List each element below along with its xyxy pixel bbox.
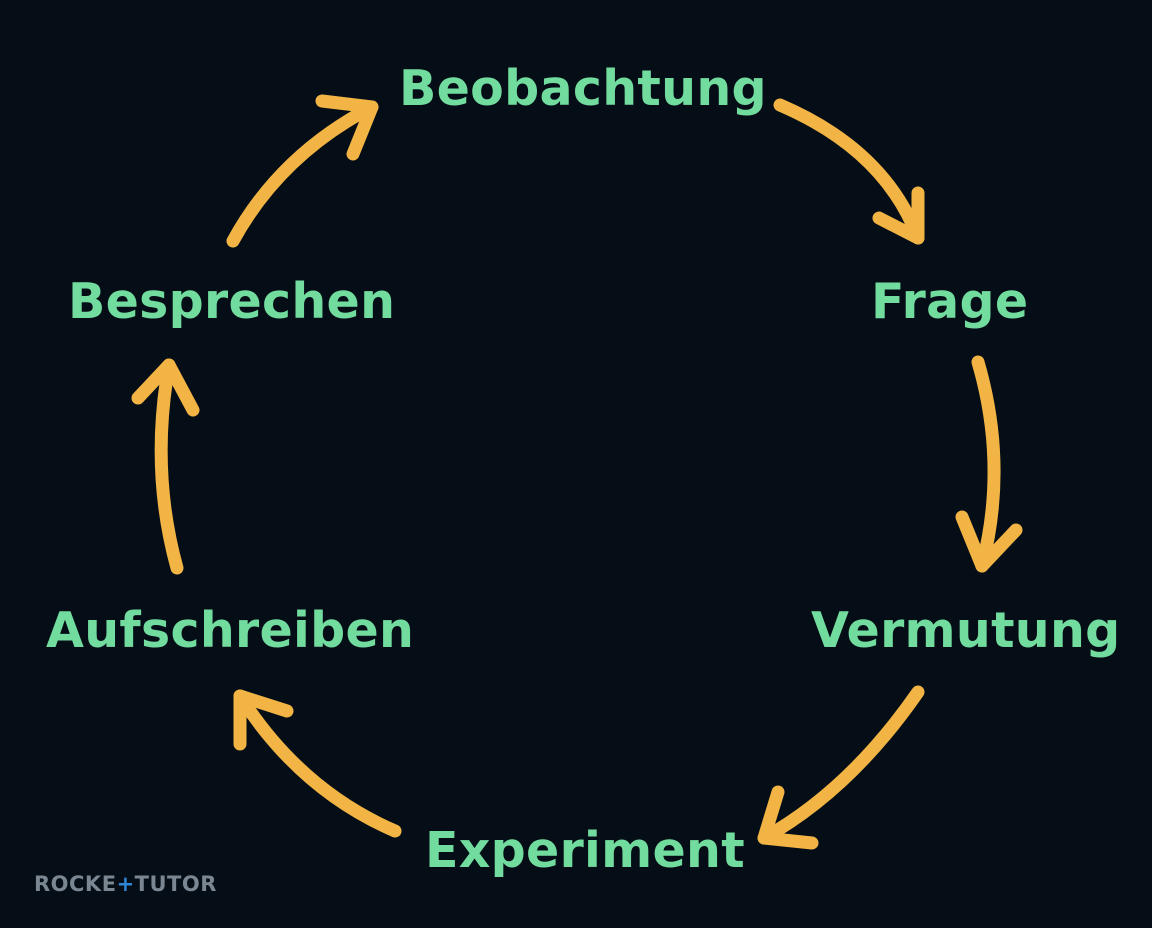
arrow-shaft (773, 98, 925, 245)
step-besprechen: Besprechen (68, 273, 396, 330)
step-vermutung: Vermutung (811, 602, 1121, 659)
arrow-shaft (226, 100, 379, 248)
arrow-head (233, 689, 294, 751)
arrow-head (131, 358, 200, 417)
arrow-vermutung-to-experiment (757, 685, 925, 850)
logo-part-tuto: TUTO (134, 872, 201, 896)
step-aufschreiben: Aufschreiben (46, 602, 415, 659)
arrow-head (757, 785, 819, 850)
arrow-beobachtung-to-frage (773, 98, 925, 245)
arrow-shaft (757, 685, 925, 845)
step-frage: Frage (871, 273, 1029, 330)
arrow-frage-to-vermutung (955, 355, 1023, 573)
arrow-aufschreiben-to-besprechen (131, 358, 200, 575)
arrow-shaft (971, 355, 1001, 573)
step-experiment: Experiment (425, 822, 745, 879)
arrow-experiment-to-aufschreiben (233, 689, 402, 838)
logo-plus-t: + (116, 872, 135, 896)
arrow-head (955, 510, 1023, 573)
logo-part-rocke: ROCKE (34, 872, 117, 896)
arrow-head (872, 186, 925, 245)
arrow-besprechen-to-beobachtung (226, 94, 379, 248)
arrow-shaft (154, 358, 184, 575)
logo-part-r: R (200, 872, 217, 896)
arrow-head (315, 94, 379, 161)
step-beobachtung: Beobachtung (399, 60, 767, 117)
arrow-shaft (233, 689, 402, 838)
